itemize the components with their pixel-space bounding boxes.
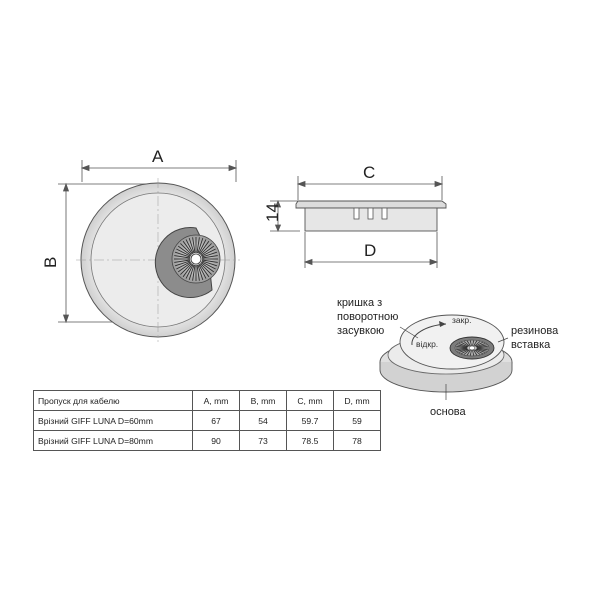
callout-base: основа xyxy=(430,406,467,418)
header-c: C, mm xyxy=(286,390,334,411)
table-row: Врізний GIFF LUNA D=80mm 90 73 78.5 78 xyxy=(33,430,381,451)
front-view: A B xyxy=(41,147,240,342)
side-view: C D 14 xyxy=(263,163,447,268)
brush-bristles-perspective xyxy=(456,340,488,356)
cell-d: 78 xyxy=(333,430,381,451)
header-d: D, mm xyxy=(333,390,381,411)
side-slots xyxy=(353,207,388,220)
dimension-c xyxy=(296,176,444,200)
dimension-d xyxy=(303,232,439,268)
callout-insert: резинова вставка xyxy=(511,325,561,351)
label-open: відкр. xyxy=(416,339,438,349)
cell-d: 59 xyxy=(333,410,381,431)
dimension-height-label: 14 xyxy=(263,203,282,222)
brush-bristles-front xyxy=(174,237,218,281)
cell-a: 67 xyxy=(192,410,240,431)
cell-a: 90 xyxy=(192,430,240,451)
side-flange xyxy=(295,200,447,209)
header-b: B, mm xyxy=(239,390,287,411)
dimension-a xyxy=(80,160,238,182)
cell-model: Врізний GIFF LUNA D=60mm xyxy=(33,410,193,431)
dimension-a-label: A xyxy=(152,147,164,166)
dimension-b-label: B xyxy=(41,257,60,268)
callout-lid: кришка з поворотною засувкою xyxy=(337,297,401,337)
dimension-height xyxy=(270,199,300,233)
header-a: A, mm xyxy=(192,390,240,411)
cell-c: 78.5 xyxy=(286,430,334,451)
spec-table: Пропуск для кабелю A, mm B, mm C, mm D, … xyxy=(33,390,381,451)
table-row: Врізний GIFF LUNA D=60mm 67 54 59.7 59 xyxy=(33,410,381,431)
cell-b: 54 xyxy=(239,410,287,431)
cell-model: Врізний GIFF LUNA D=80mm xyxy=(33,430,193,451)
table-header-row: Пропуск для кабелю A, mm B, mm C, mm D, … xyxy=(33,390,381,411)
cell-c: 59.7 xyxy=(286,410,334,431)
cell-b: 73 xyxy=(239,430,287,451)
label-closed: закр. xyxy=(452,315,471,325)
header-cable-pass: Пропуск для кабелю xyxy=(33,390,193,411)
perspective-view: закр. відкр. кришка з поворотною засувко… xyxy=(337,297,561,418)
dimension-c-label: C xyxy=(363,163,375,182)
dimension-d-label: D xyxy=(364,241,376,260)
rotation-arrow xyxy=(411,323,447,346)
